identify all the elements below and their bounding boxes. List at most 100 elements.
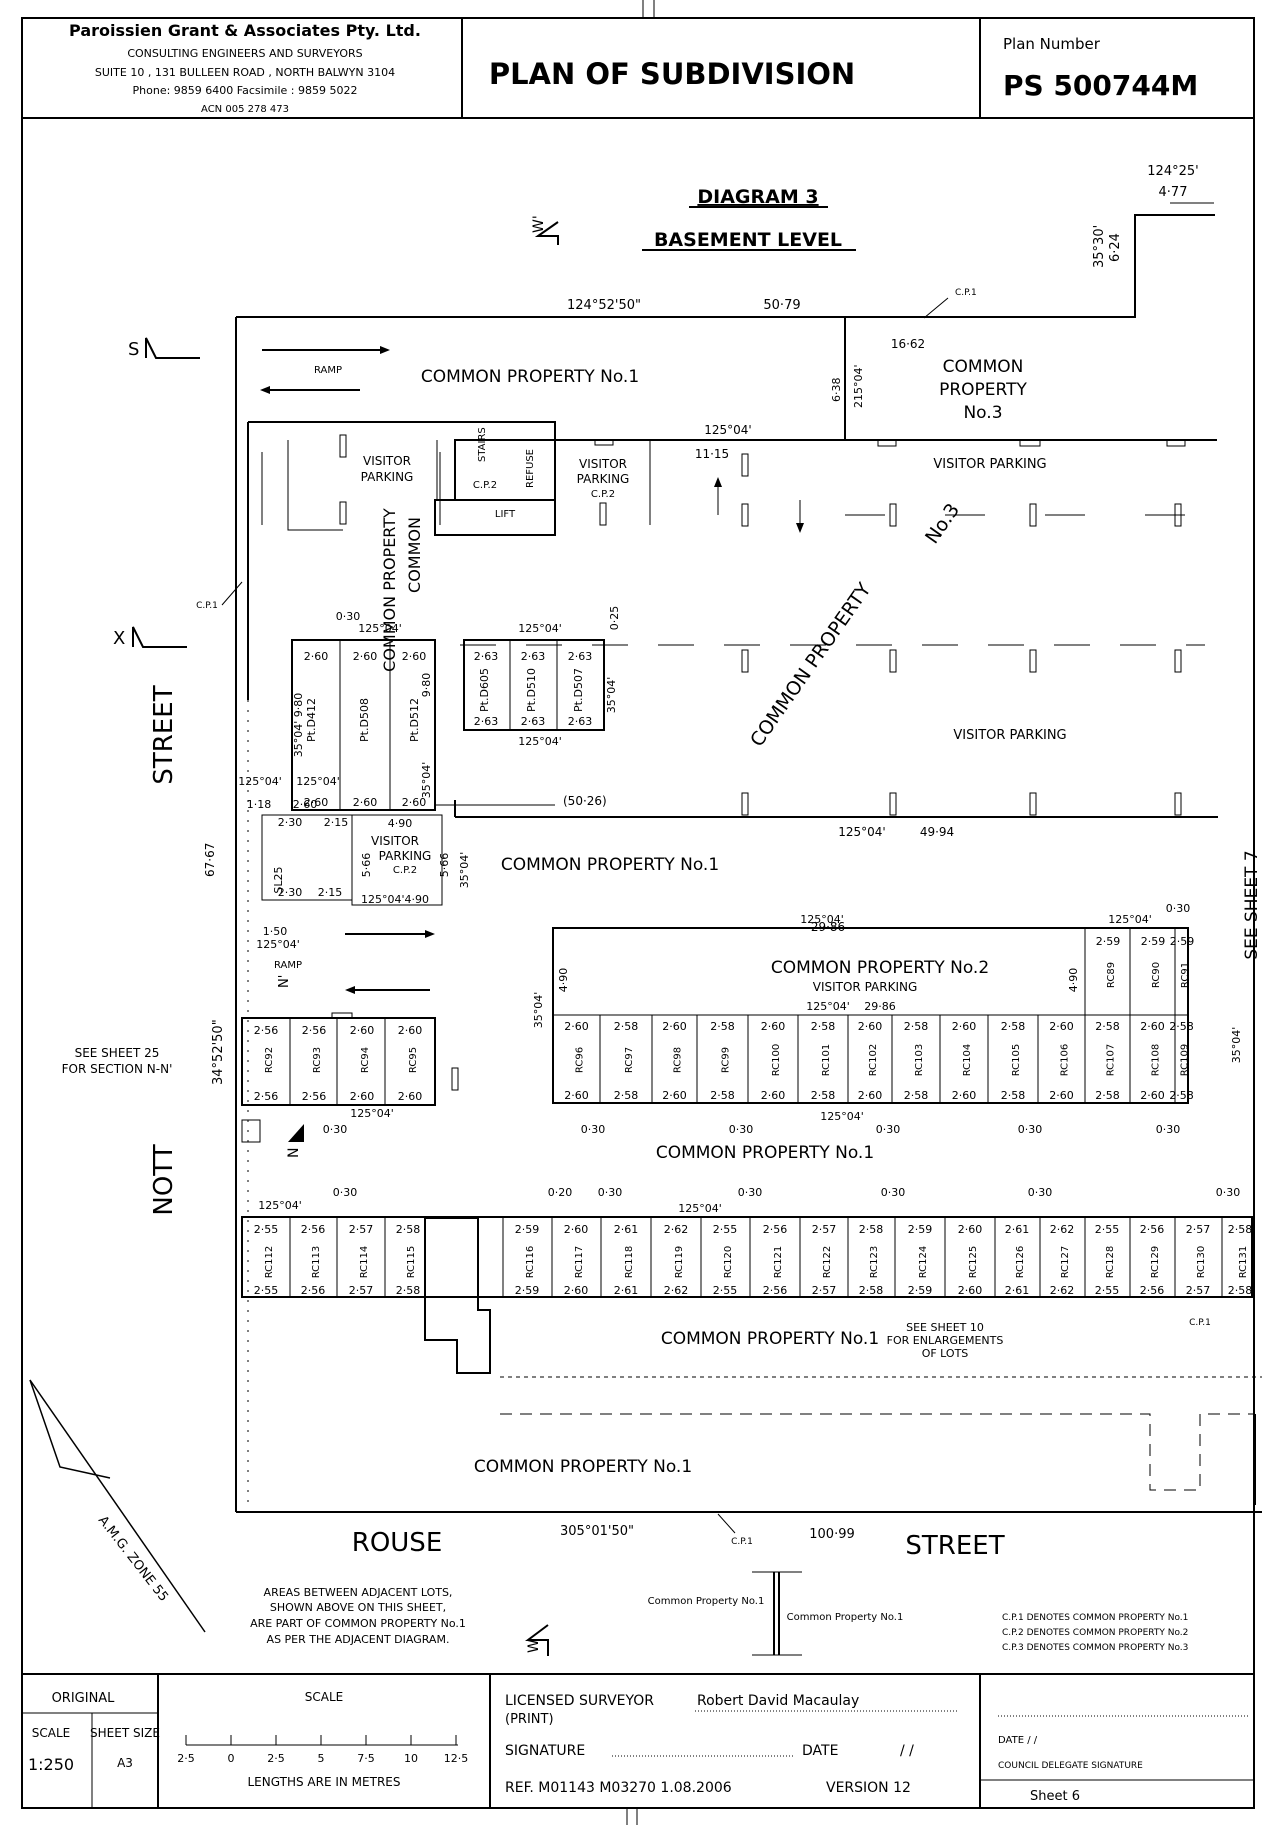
diagram-title: DIAGRAM 3 <box>697 186 818 208</box>
bottom-dimbot-RC126: 2·61 <box>1005 1284 1030 1297</box>
visitor-wall-top <box>248 421 845 441</box>
mid-lot-dimbot-RC98: 2·60 <box>662 1089 687 1102</box>
firm-line4: ACN 005 278 473 <box>201 104 289 115</box>
bottom-lot-RC129: RC129 <box>1150 1246 1161 1279</box>
bottom-dimtop-RC127: 2·62 <box>1050 1223 1075 1236</box>
sl-bearing-a: 125°04' <box>238 775 282 788</box>
top-lot-left-outline <box>291 639 436 811</box>
mid-lot-RC105: RC105 <box>1011 1044 1022 1077</box>
amg-line <box>29 1379 206 1633</box>
top-lot-bearing-b: 125°04' <box>518 622 562 635</box>
mid-030c: 0·30 <box>729 1123 754 1136</box>
bottom-lot-RC126: RC126 <box>1015 1246 1026 1279</box>
bottom-lot-RC112: RC112 <box>264 1246 275 1279</box>
sl-bearing-c: 125°04'4·90 <box>361 893 429 906</box>
mid-lot-RC109: RC109 <box>1180 1044 1191 1077</box>
top-lot-r-dim-bot-0: 2·63 <box>474 715 499 728</box>
sl-bearing-e: 125°04' <box>256 938 300 951</box>
cp3-boundary <box>844 317 1217 441</box>
footer-print: (PRINT) <box>505 1712 554 1727</box>
mid-490-left: 4·90 <box>557 968 570 993</box>
cp1-label-lower: COMMON PROPERTY No.1 <box>656 1143 874 1163</box>
bottom-dimtop-RC117: 2·60 <box>564 1223 589 1236</box>
bottom-dimbot-RC129: 2·56 <box>1140 1284 1165 1297</box>
legend-item-2: C.P.3 DENOTES COMMON PROPERTY No.3 <box>1002 1643 1188 1653</box>
column-2 <box>889 503 897 527</box>
sl-150: 1·50 <box>263 925 288 938</box>
visitor-parking-top-right: VISITOR PARKING <box>933 457 1046 472</box>
see-sheet-7: SEE SHEET 7 <box>1242 850 1262 959</box>
top-lot-bearing-c: 125°04' <box>518 735 562 748</box>
footer-licensed-surveyor: LICENSED SURVEYOR <box>505 1693 654 1709</box>
cp3-line3: No.3 <box>963 403 1002 423</box>
left-dimtop-RC93: 2·56 <box>302 1024 327 1037</box>
mid-lot-dimbot-RC104: 2·60 <box>952 1089 977 1102</box>
top-lot-r-dim-top-2: 2·63 <box>568 650 593 663</box>
bearing-top-right: 124°25' <box>1147 164 1198 179</box>
firm-line1: CONSULTING ENGINEERS AND SURVEYORS <box>127 47 362 60</box>
street-bottom-b: STREET <box>905 1531 1004 1561</box>
street-left-b: NOTT <box>149 1144 179 1215</box>
adj-right-label: Common Property No.1 <box>787 1612 904 1623</box>
cp1-top-leader <box>923 297 949 319</box>
bottom-dimbot-RC119: 2·62 <box>664 1284 689 1297</box>
bottom-lot-RC127: RC127 <box>1060 1246 1071 1279</box>
bearing-top: 124°52'50" <box>567 298 641 313</box>
left-dimbot-RC95: 2·60 <box>398 1090 423 1103</box>
core-block <box>424 1217 491 1374</box>
mid-bearing-c: 125°04' <box>806 1000 850 1013</box>
mid-top-dim-RC91: 2·59 <box>1170 935 1195 948</box>
sl25-label: SL25 <box>272 866 285 893</box>
bottom-dimtop-RC121: 2·56 <box>763 1223 788 1236</box>
left-dimbot-RC93: 2·56 <box>302 1090 327 1103</box>
footer-surveyor-name: Robert David Macaulay <box>697 1693 859 1709</box>
bearing-right-vertical: 35°30' <box>1092 225 1107 268</box>
traffic-arrowhead-up <box>714 477 722 487</box>
mid-lot-dimtop-RC103: 2·58 <box>904 1020 929 1033</box>
mid-lot-dimtop-RC100: 2·60 <box>761 1020 786 1033</box>
outer-border <box>21 17 1255 1809</box>
mid-lot-dimbot-RC105: 2·58 <box>1001 1089 1026 1102</box>
left-dimbot-RC94: 2·60 <box>350 1090 375 1103</box>
mid-lot-dimbot-RC99: 2·58 <box>710 1089 735 1102</box>
bottom-dimbot-RC116: 2·59 <box>515 1284 540 1297</box>
bottom-lot-RC118: RC118 <box>624 1246 635 1279</box>
top-lot-Pt.D507: Pt.D507 <box>572 668 585 712</box>
sl-118: 1·18 <box>247 798 272 811</box>
mid-top-lot-RC91: RC91 <box>1180 962 1191 988</box>
bottom-dimtop-RC130: 2·57 <box>1186 1223 1211 1236</box>
bottom-dimtop-RC125: 2·60 <box>958 1223 983 1236</box>
footer-version: VERSION 12 <box>826 1780 911 1796</box>
wall-bollards-right <box>877 439 1186 447</box>
bottom-dimtop-RC116: 2·59 <box>515 1223 540 1236</box>
cp1-bottom-leader <box>717 1513 736 1534</box>
top-lot-left-dividers <box>339 640 391 810</box>
bottom-lot-RC113: RC113 <box>311 1246 322 1279</box>
mid-030e: 0·30 <box>1018 1123 1043 1136</box>
bollard-4 <box>599 502 607 526</box>
note-l2: SHOWN ABOVE ON THIS SHEET, <box>270 1601 446 1614</box>
top-lot-r-dim-top-0: 2·63 <box>474 650 499 663</box>
top-lot-dim-bot-0: 2·60 <box>304 796 329 809</box>
mid-lot-dimbot-RC106: 2·60 <box>1049 1089 1074 1102</box>
bollard-1 <box>339 434 347 458</box>
bottom-dimbot-RC121: 2·56 <box>763 1284 788 1297</box>
sl-230b: 2·30 <box>278 886 303 899</box>
mid-lot-RC103: RC103 <box>914 1044 925 1077</box>
column-12 <box>1174 792 1182 816</box>
mid-lot-RC106: RC106 <box>1060 1044 1071 1077</box>
cp1-label-bottom: COMMON PROPERTY No.1 <box>661 1329 879 1349</box>
sl-260: 2·60 <box>293 798 318 811</box>
footer-ref: REF. M01143 M03270 1.08.2006 <box>505 1780 732 1796</box>
top-lot-dim-bot-1: 2·60 <box>353 796 378 809</box>
cp1-label-mid: COMMON PROPERTY No.1 <box>501 855 719 875</box>
mid-top-dim-RC89: 2·59 <box>1096 935 1121 948</box>
top-lot-dim-top-0: 2·60 <box>304 650 329 663</box>
mid-bearing-right: 35°04' <box>1230 1027 1243 1064</box>
distance-bottom: 100·99 <box>809 1527 855 1542</box>
marker-w-top: W' <box>531 215 547 233</box>
bottom-dimbot-RC117: 2·60 <box>564 1284 589 1297</box>
scale-label-2: 2·5 <box>267 1752 285 1765</box>
bottom-030d: 0·30 <box>881 1186 906 1199</box>
